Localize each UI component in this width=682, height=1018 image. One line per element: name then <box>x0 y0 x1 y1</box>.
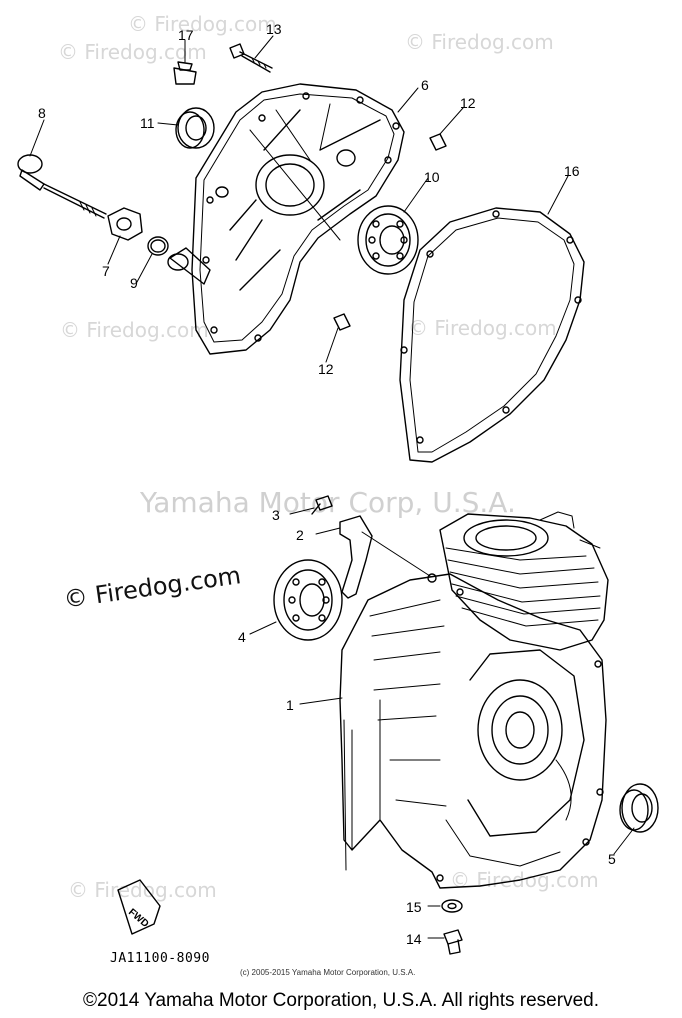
label-13: 13 <box>266 21 282 37</box>
label-12-top: 12 <box>460 95 476 111</box>
label-16: 16 <box>564 163 580 179</box>
diagram-code: JA11100-8090 <box>110 951 210 966</box>
oil-seal-11 <box>175 107 215 149</box>
label-14: 14 <box>406 931 422 947</box>
label-4: 4 <box>238 629 246 645</box>
label-8: 8 <box>38 105 46 121</box>
label-6: 6 <box>421 77 429 93</box>
label-1: 1 <box>286 697 294 713</box>
washer-15 <box>441 899 463 913</box>
gasket-16 <box>399 207 585 463</box>
bracket-2 <box>339 515 373 599</box>
dipstick-8 <box>17 154 107 219</box>
credit-line: (c) 2005-2015 Yamaha Motor Corporation, … <box>240 968 416 977</box>
label-2: 2 <box>296 527 304 543</box>
watermark: © Firedog.com <box>128 12 277 36</box>
label-17: 17 <box>178 27 194 43</box>
watermark-brand: Yamaha Motor Corp, U.S.A. <box>140 486 516 519</box>
crankcase-1 <box>339 573 607 889</box>
label-15: 15 <box>406 899 422 915</box>
label-12-bottom: 12 <box>318 361 334 377</box>
watermark: © Firedog.com <box>408 316 557 340</box>
cylinder-fins <box>439 511 609 651</box>
filler-boss <box>169 247 211 285</box>
oil-seal-5 <box>619 783 659 833</box>
watermark: © Firedog.com <box>60 318 209 342</box>
label-3: 3 <box>272 507 280 523</box>
watermark: © Firedog.com <box>58 40 207 64</box>
bearing-10 <box>357 205 419 275</box>
drain-bolt-14 <box>443 929 463 955</box>
crankcase-cover <box>191 83 405 355</box>
bolt-3 <box>311 495 333 515</box>
watermark: © Firedog.com <box>405 30 554 54</box>
plug-17 <box>173 61 197 85</box>
watermark: © Firedog.com <box>450 868 599 892</box>
fwd-arrow: FWD <box>117 879 161 935</box>
label-11: 11 <box>140 115 155 131</box>
footer-copyright: ©2014 Yamaha Motor Corporation, U.S.A. A… <box>83 990 599 1011</box>
label-9: 9 <box>130 275 138 291</box>
bolt-13 <box>229 43 273 73</box>
label-5: 5 <box>608 851 616 867</box>
label-7: 7 <box>102 263 110 279</box>
dowel-pin-12 <box>333 133 447 331</box>
leader-lines <box>29 35 635 939</box>
o-ring-9 <box>147 236 169 256</box>
label-10: 10 <box>424 169 440 185</box>
bearing-4 <box>273 559 343 641</box>
gauge-7 <box>107 207 143 241</box>
